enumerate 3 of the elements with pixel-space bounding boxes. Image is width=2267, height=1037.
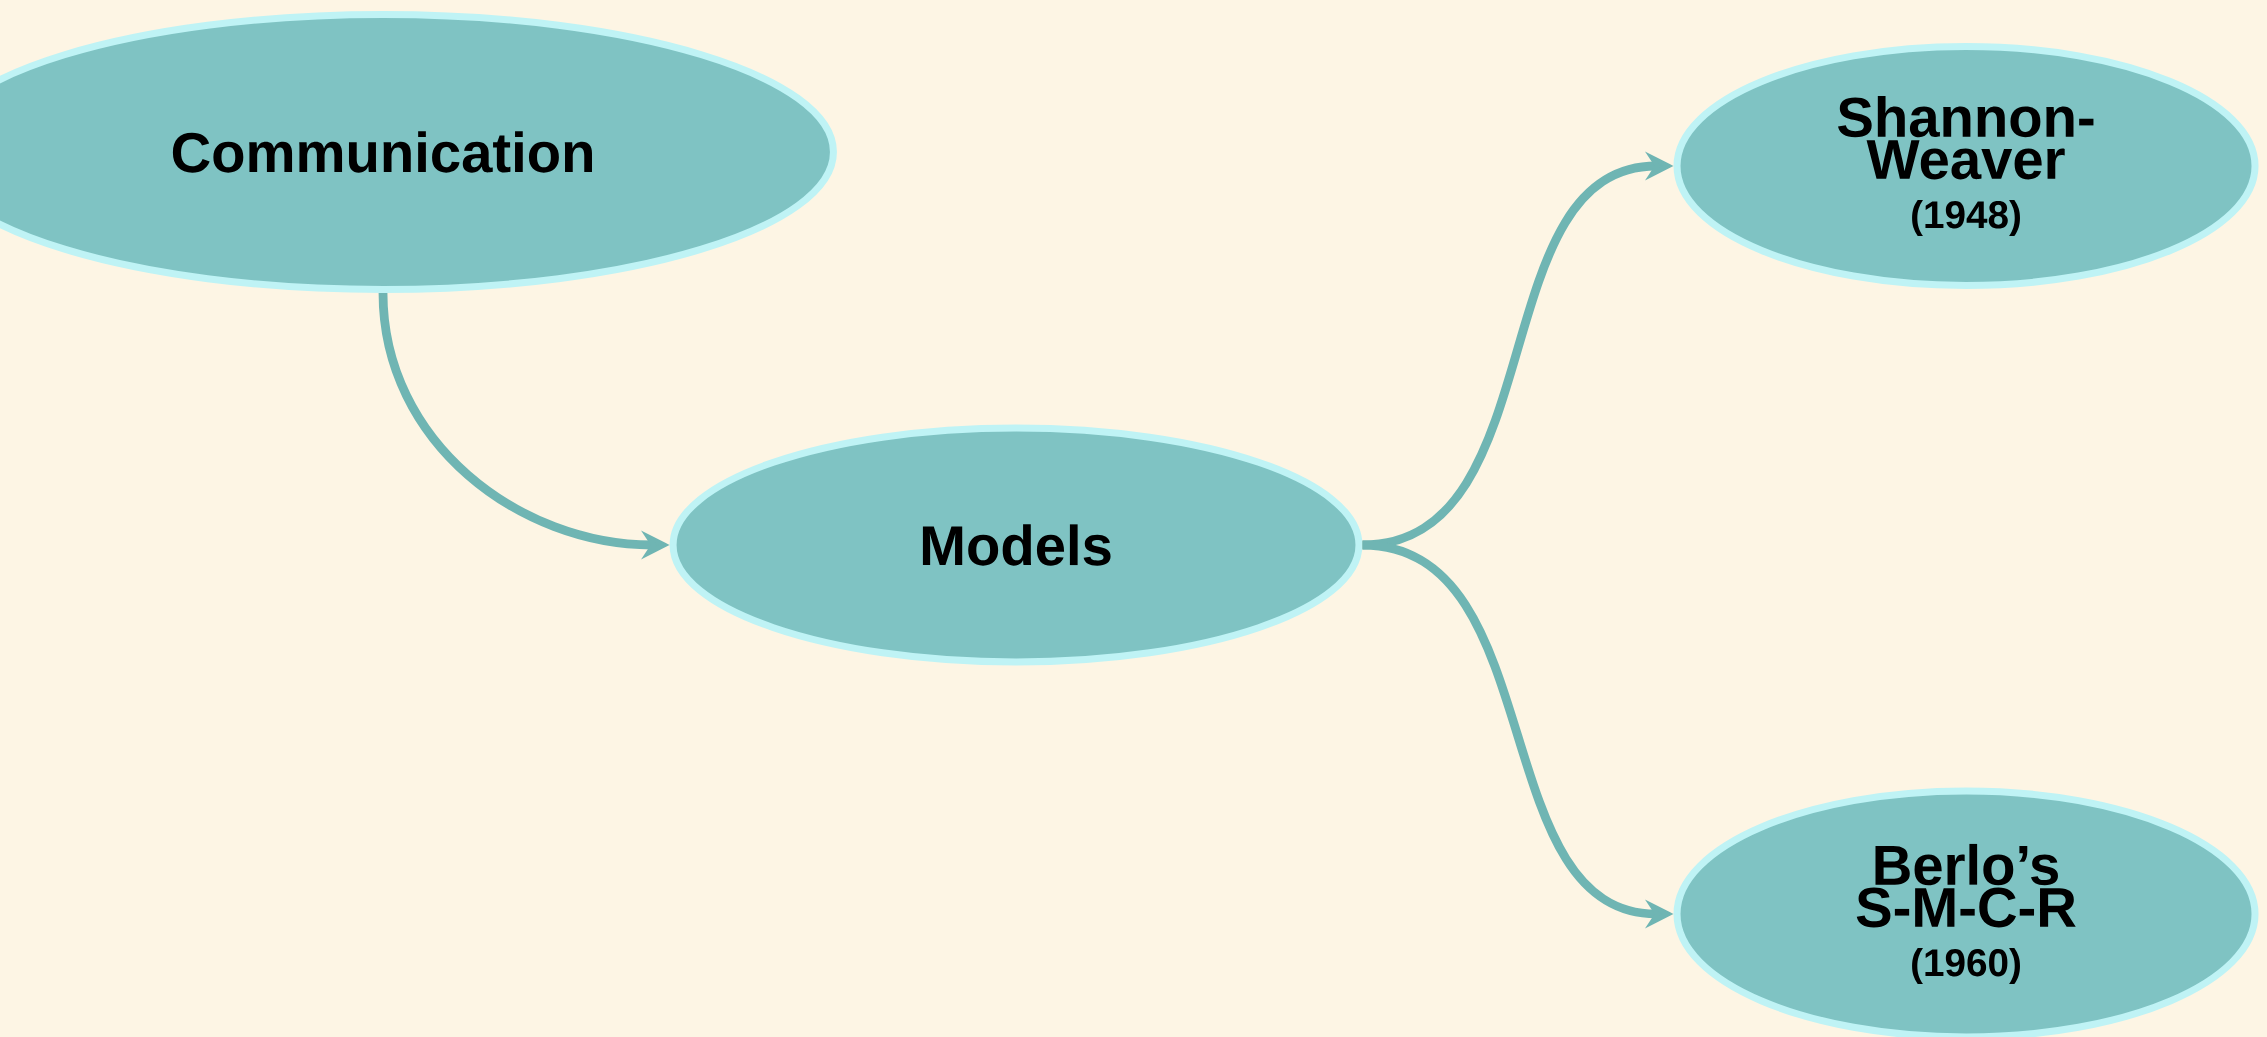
- ellipse-node: Shannon-Weaver (1948): [1673, 42, 2259, 289]
- ellipse-node: Models: [669, 424, 1363, 666]
- ellipse-node: Berlo’s S-M-C-R (1960): [1673, 787, 2259, 1037]
